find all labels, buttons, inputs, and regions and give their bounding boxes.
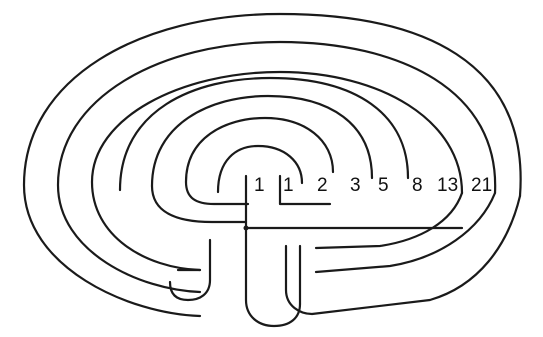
spine-line — [246, 176, 300, 326]
label-13: 13 — [437, 175, 458, 196]
inner-arc-2 — [186, 118, 333, 182]
label-21: 21 — [471, 175, 492, 196]
inner-arc-5 — [186, 182, 248, 204]
inner-arc-3 — [152, 96, 372, 186]
lobe-right-2 — [316, 193, 495, 272]
label-1b: 1 — [283, 175, 294, 196]
bottom-right-lobes — [286, 193, 520, 314]
junction-dot — [244, 226, 249, 231]
label-2: 2 — [317, 175, 328, 196]
label-1a: 1 — [254, 175, 265, 196]
label-3: 3 — [350, 175, 361, 196]
lobe-right-3 — [316, 193, 462, 248]
right-walls — [24, 14, 521, 316]
inner-walls — [120, 78, 408, 222]
center-spine — [246, 176, 462, 326]
label-5: 5 — [378, 175, 389, 196]
label-8: 8 — [412, 175, 423, 196]
lobe-right-1 — [286, 196, 520, 314]
wall-arc-3 — [24, 14, 521, 316]
